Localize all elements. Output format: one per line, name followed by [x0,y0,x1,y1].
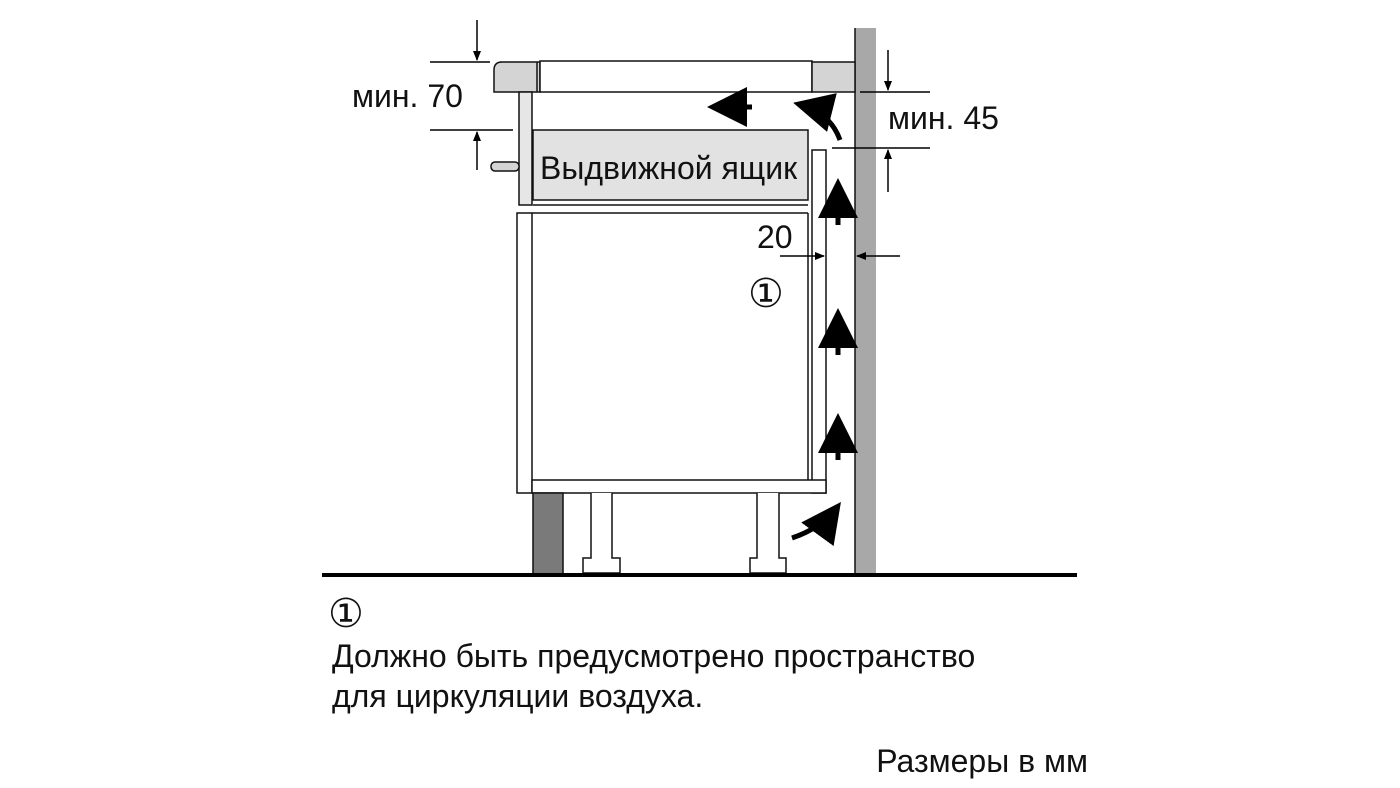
hob [539,60,813,93]
units-label: Размеры в мм [876,743,1088,779]
worktop-right [811,61,856,93]
drawer-handle [490,161,520,172]
cabinet-side [516,212,533,494]
cabinet-front-top [518,91,533,206]
wall [855,28,876,575]
drawer [532,129,809,201]
dimension-min-70: мин. 70 [352,78,463,114]
dimension-min-45: мин. 45 [888,100,999,136]
note-marker: ① [328,592,364,636]
marker-1: ① [748,272,784,316]
cabinet-back [811,149,827,494]
plinth [532,492,564,576]
drawer-label: Выдвижной ящик [540,150,798,186]
floor [322,573,1077,577]
note-line-2: для циркуляции воздуха. [332,678,704,714]
note-line-1: Должно быть предусмотрено пространство [332,638,976,674]
air-arrow-curve-top [793,93,843,141]
leg-right [749,493,787,574]
dimension-20: 20 [757,219,793,255]
leg-left [582,493,621,574]
cabinet-bottom [531,479,827,494]
worktop-left [493,61,541,93]
air-arrow-curve-bottom [791,501,841,547]
